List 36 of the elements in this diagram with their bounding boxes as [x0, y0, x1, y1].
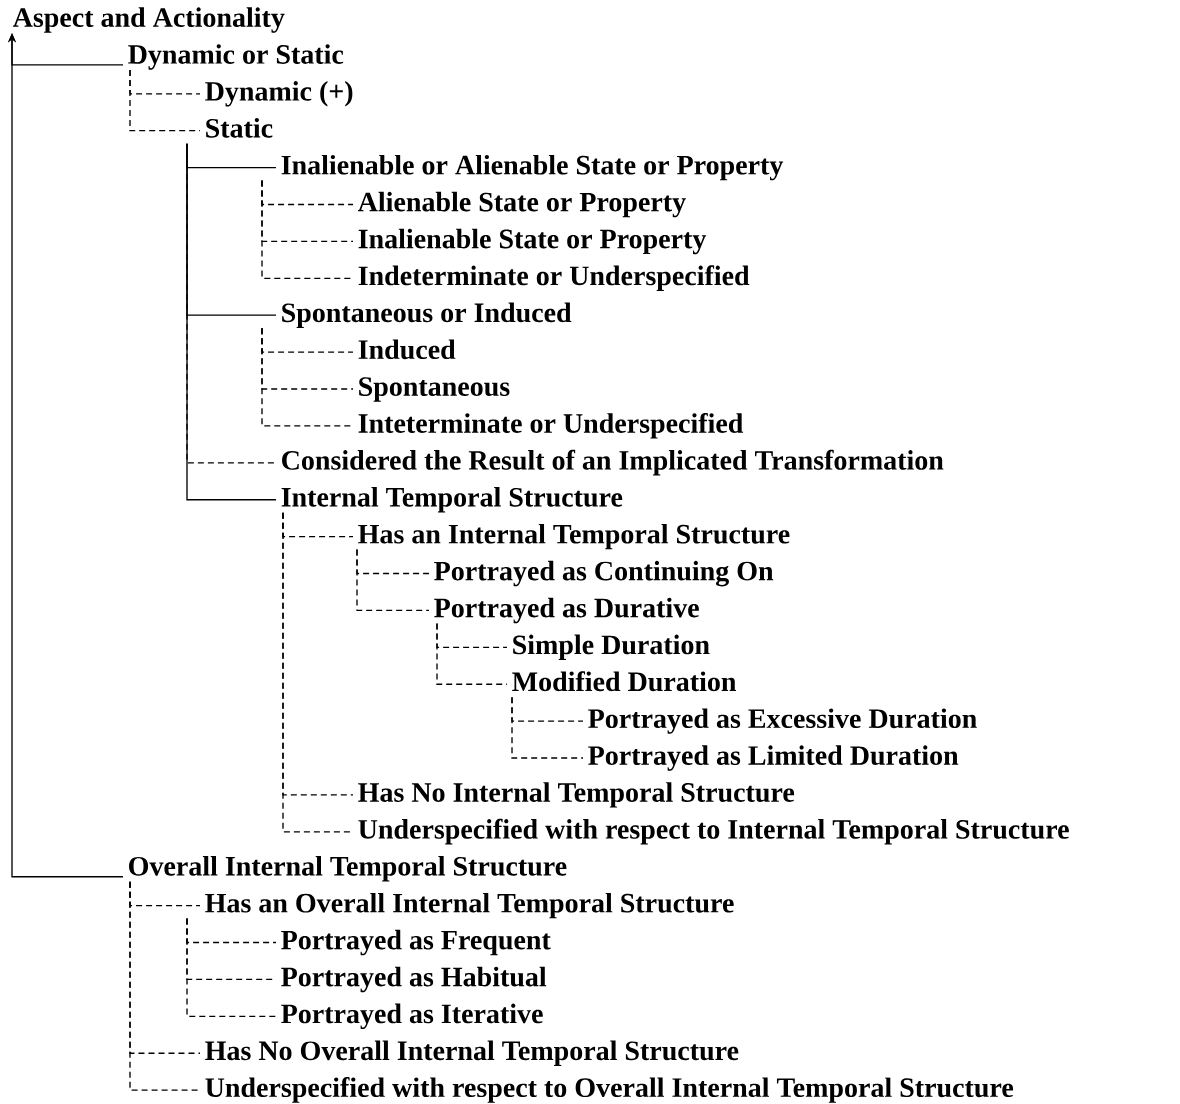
tree-label: Inalienable State or Property: [358, 228, 707, 255]
connector-line: [129, 881, 201, 1091]
tree-label: Has No Overall Internal Temporal Structure: [205, 1040, 739, 1066]
tree-label: Spontaneous or Induced: [282, 302, 572, 328]
connector-line: [511, 696, 584, 759]
tree-label: Portrayed as Excessive Duration: [588, 708, 977, 734]
tree-label: Overall Internal Temporal Structure: [129, 856, 567, 882]
tree-label: Indeterminate or Underspecified: [358, 265, 750, 291]
connector-line: [129, 69, 201, 132]
tree-label: Spontaneous: [359, 377, 510, 402]
tree-label: Portrayed as Habitual: [281, 966, 547, 993]
tree-label: Portrayed as Iterative: [281, 1003, 543, 1030]
tree-label: Simple Duration: [513, 634, 710, 660]
tree-label: Has an Internal Temporal Structure: [358, 523, 790, 550]
tree-label: Induced: [358, 339, 456, 360]
tree-label: Internal Temporal Structure: [281, 487, 623, 513]
tree-label: Dynamic (+): [205, 81, 353, 107]
tree-label: Inalienable or Alienable State or Property: [281, 154, 784, 181]
tree-label: Static: [206, 118, 273, 138]
connector-line: [356, 548, 430, 612]
tree-label: Modified Duration: [512, 671, 737, 692]
tree-label: Portrayed as Limited Duration: [588, 745, 959, 771]
tree-label: Underspecified with respect to Overall Internal Temporal Structure: [205, 1077, 1014, 1103]
tree-label: Dynamic or Static: [128, 44, 344, 70]
tree-label: Has an Overall Internal Temporal Structure: [205, 892, 734, 919]
tree-label: Portrayed as Continuing On: [434, 560, 774, 587]
tree-label: Aspect and Actionality: [12, 7, 285, 33]
tree-label: Considered the Result of an Implicated Transformation: [282, 449, 944, 476]
connector-line: [436, 622, 508, 685]
tree-label: Inteterminate or Underspecified: [358, 412, 744, 439]
connector-line: [186, 917, 277, 1017]
tree-label: Alienable State or Property: [357, 191, 686, 218]
tree-label: Portrayed as Durative: [434, 597, 699, 624]
tree-label: Portrayed as Frequent: [281, 929, 551, 956]
tree-label: Has No Internal Temporal Structure: [358, 782, 795, 808]
tree-label: Underspecified with respect to Internal Temporal Structure: [358, 818, 1069, 845]
